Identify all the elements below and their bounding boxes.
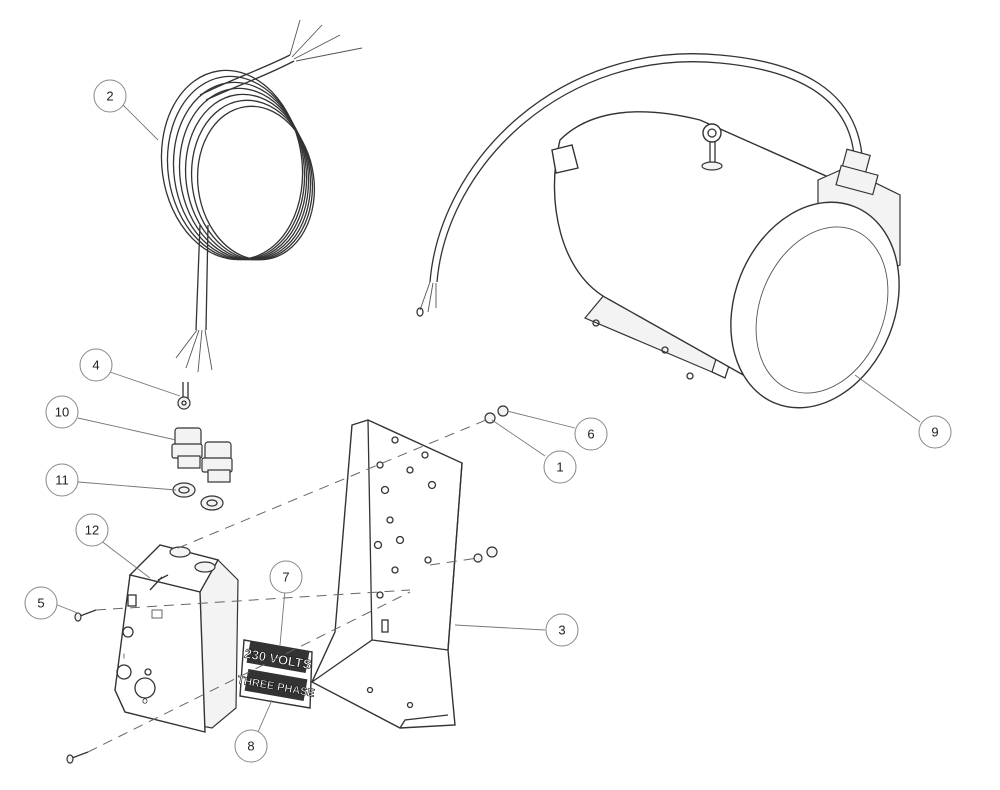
callout-10-number: 10: [55, 405, 69, 420]
switch-on-mark: I: [123, 654, 125, 661]
callout-1: 1: [543, 450, 577, 484]
callout-5: 5: [24, 586, 58, 620]
callout-12-number: 12: [85, 523, 99, 538]
callout-8: 8: [234, 729, 268, 763]
callout-9-number: 9: [931, 425, 938, 440]
callout-2-number: 2: [106, 89, 113, 104]
callout-5-number: 5: [37, 596, 44, 611]
callout-4: 4: [79, 348, 113, 382]
callout-10: 10: [45, 395, 79, 429]
part-11-lock-nuts: [172, 482, 224, 511]
callout-3: 3: [545, 613, 579, 647]
callout-12: 12: [75, 513, 109, 547]
part-2-coiled-cable: [160, 19, 363, 373]
part-7-8-voltage-decal: 230 VOLTS THREE PHASE: [236, 639, 316, 709]
part-3-mounting-bracket: [311, 419, 463, 729]
callout-6: 6: [574, 417, 608, 451]
callout-1-number: 1: [556, 460, 563, 475]
callout-6-number: 6: [587, 427, 594, 442]
callout-7-number: 7: [282, 570, 289, 585]
callout-7: 7: [269, 560, 303, 594]
part-1-6-washers-nuts: [473, 405, 509, 563]
leader-lines: [54, 103, 921, 733]
callout-3-number: 3: [558, 623, 565, 638]
callout-11-number: 11: [55, 473, 69, 488]
part-5-screws: [66, 609, 97, 764]
part-10-cable-glands: [171, 427, 233, 483]
callout-8-number: 8: [247, 739, 254, 754]
callout-11: 11: [45, 463, 79, 497]
part-12-switch-enclosure: I O: [114, 544, 239, 733]
callout-4-number: 4: [92, 358, 99, 373]
assembly-dashed-lines: [87, 419, 487, 753]
callout-9: 9: [918, 415, 952, 449]
part-4-ring-terminal: [177, 382, 191, 410]
switch-off-mark: O: [142, 699, 148, 706]
callout-2: 2: [93, 79, 127, 113]
part-9-motor: [416, 53, 901, 409]
